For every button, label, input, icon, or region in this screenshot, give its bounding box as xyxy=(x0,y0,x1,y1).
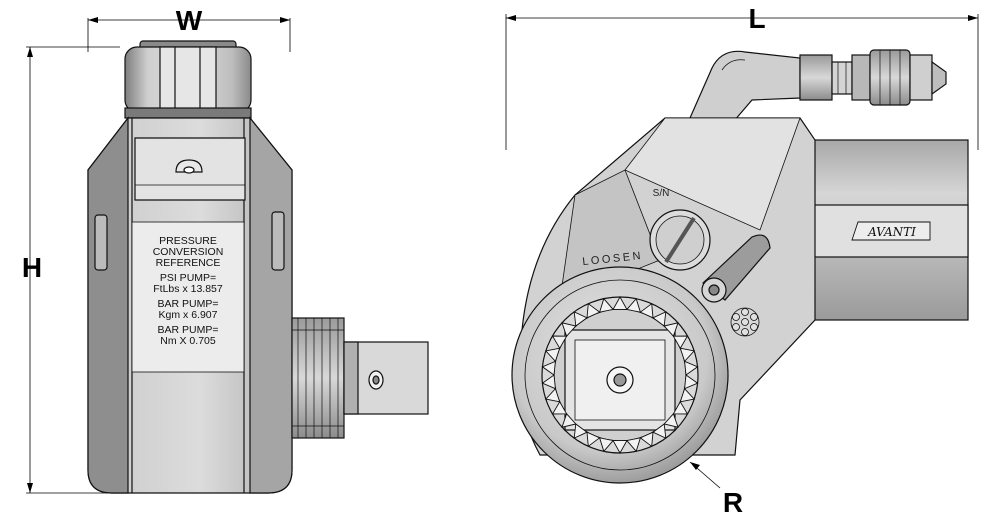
ratchet-tooth xyxy=(586,302,601,319)
plate-line-4: PSI PUMP= xyxy=(160,272,216,284)
ratchet-tooth xyxy=(672,400,689,415)
ratchet-tooth xyxy=(663,322,679,338)
ratchet-tooth xyxy=(652,311,667,327)
ratchet-tooth xyxy=(612,296,628,310)
ratchet-tooth xyxy=(639,302,654,319)
brand-label: AVANTI xyxy=(867,225,916,239)
radius-dimension-label: R xyxy=(723,487,743,518)
ratchet-tooth xyxy=(598,297,614,313)
ratchet-tooth xyxy=(544,387,561,403)
plate-line-2: CONVERSION xyxy=(153,246,224,258)
ratchet-tooth xyxy=(679,347,696,363)
ratchet-tooth xyxy=(626,437,642,453)
ratchet-tooth xyxy=(598,437,614,453)
front-view xyxy=(87,40,429,494)
ratchet-tooth xyxy=(626,297,642,313)
ratchet-tooth xyxy=(561,322,577,338)
lifting-eye-icon xyxy=(175,159,203,173)
ratchet-tooth xyxy=(541,360,556,376)
ratchet-tooth xyxy=(663,412,679,428)
dimension-arrows xyxy=(27,15,978,493)
length-dimension-label: L xyxy=(748,3,765,34)
ratchet-tooth xyxy=(639,431,654,448)
square-drive-front xyxy=(291,317,429,439)
plate-line-7: Kgm x 6.907 xyxy=(159,309,218,321)
plate-line-8: BAR PUMP= xyxy=(158,324,219,336)
swivel-fitting xyxy=(124,40,252,119)
ratchet-tooth xyxy=(684,374,699,390)
ratchet-tooth xyxy=(652,423,667,439)
height-dimension-label: H xyxy=(22,252,42,283)
ratchet-tooth xyxy=(541,374,556,390)
bolt-pattern-icon xyxy=(730,307,760,337)
ratchet-tooth xyxy=(586,431,601,448)
ratchet-tooth xyxy=(561,412,577,428)
ratchet-tooth xyxy=(573,311,588,327)
dimension-lines xyxy=(26,14,979,494)
hydraulic-coupler xyxy=(689,49,947,129)
serial-number-label: S/N xyxy=(653,188,670,199)
plate-line-5: FtLbs x 13.857 xyxy=(153,283,223,295)
ratchet-tooth xyxy=(551,400,568,415)
ratchet-tooth xyxy=(612,440,628,454)
pressure-reference-plate xyxy=(131,221,245,373)
plate-line-1: PRESSURE xyxy=(159,235,217,247)
width-dimension-label: W xyxy=(176,5,203,36)
ratchet-tooth xyxy=(672,335,689,350)
ratchet-tooth xyxy=(544,347,561,363)
ratchet-tooth xyxy=(679,387,696,403)
plate-line-6: BAR PUMP= xyxy=(158,298,219,310)
ratchet-tooth xyxy=(684,360,699,376)
ratchet-teeth xyxy=(541,296,699,454)
plate-text: PRESSURE CONVERSION REFERENCE PSI PUMP= … xyxy=(153,235,224,347)
brand-badge xyxy=(851,221,931,241)
side-view xyxy=(511,49,969,484)
plate-line-3: REFERENCE xyxy=(156,257,221,269)
ratchet-tooth xyxy=(573,423,588,439)
ratchet-tooth xyxy=(551,335,568,350)
plate-line-9: Nm X 0.705 xyxy=(160,335,216,347)
